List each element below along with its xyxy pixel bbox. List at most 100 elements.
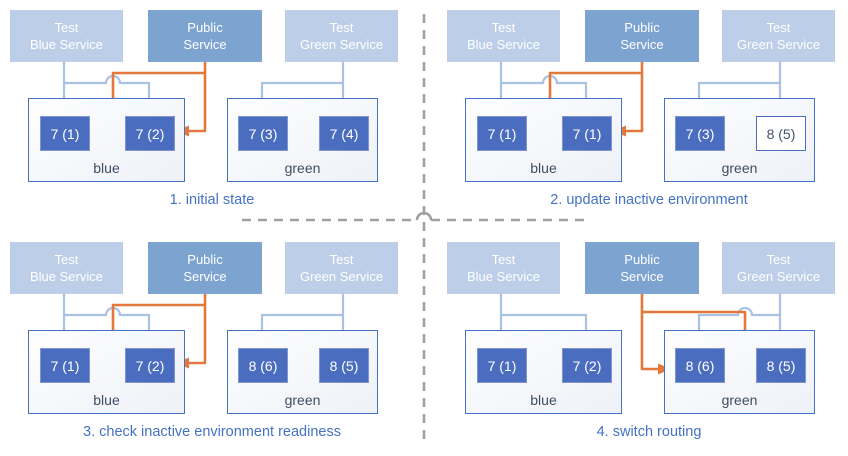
pod-version: 7 (4) xyxy=(329,125,359,142)
panel-caption: 2. update inactive environment xyxy=(550,192,748,208)
pod-green-1: 8 (6) xyxy=(238,348,288,383)
service-label-line: Public xyxy=(187,252,223,267)
panel-initial-state: Test Blue Service Public Service Test Gr… xyxy=(0,0,424,228)
service-label-line: Green Service xyxy=(299,269,384,284)
public-connector-line xyxy=(189,294,207,365)
blue-environment-box: 7 (1) 7 (2) blue xyxy=(28,330,185,414)
service-label-line: Public xyxy=(624,252,660,267)
service-label-line: Test xyxy=(54,252,79,267)
pod-blue-2: 7 (1) xyxy=(562,116,612,151)
pod-green-1: 7 (3) xyxy=(238,116,288,151)
service-label-line: Test xyxy=(329,20,354,35)
test-blue-connector-line xyxy=(499,294,588,334)
test-green-connector-line xyxy=(260,62,345,102)
public-service-box: Public Service xyxy=(148,242,262,294)
service-label-line: Test xyxy=(491,252,516,267)
pod-version: 7 (1) xyxy=(487,357,517,374)
pod-blue-1: 7 (1) xyxy=(40,116,90,151)
test-green-service-box: Test Green Service xyxy=(722,242,835,294)
pod-version: 7 (3) xyxy=(248,125,278,142)
environment-label: blue xyxy=(530,160,557,176)
service-label-line: Test xyxy=(329,252,354,267)
pod-version: 8 (5) xyxy=(766,357,796,374)
pod-blue-2: 7 (2) xyxy=(125,348,175,383)
test-green-connector-line xyxy=(697,62,782,102)
pod-version: 8 (6) xyxy=(248,357,278,374)
public-service-box: Public Service xyxy=(148,10,262,62)
service-label-line: Green Service xyxy=(299,37,384,52)
service-label-line: Service xyxy=(183,269,227,284)
green-environment-box: 8 (6) 8 (5) green xyxy=(227,330,378,414)
pod-version: 7 (1) xyxy=(50,357,80,374)
public-connector-line xyxy=(189,62,207,133)
pod-green-1: 7 (3) xyxy=(675,116,725,151)
panel-caption: 3. check inactive environment readiness xyxy=(83,424,341,440)
green-environment-box: 7 (3) 8 (5) green xyxy=(664,98,815,182)
green-environment-box: 8 (6) 8 (5) green xyxy=(664,330,815,414)
public-connector-line xyxy=(626,62,644,133)
pod-version: 7 (3) xyxy=(685,125,715,142)
service-label-line: Test xyxy=(54,20,79,35)
service-label-line: Blue Service xyxy=(30,269,103,284)
service-label-line: Service xyxy=(620,269,664,284)
pod-version: 8 (5) xyxy=(766,125,796,142)
blue-environment-box: 7 (1) 7 (1) blue xyxy=(465,98,622,182)
service-label-line: Public xyxy=(624,20,660,35)
blue-environment-box: 7 (1) 7 (2) blue xyxy=(28,98,185,182)
green-environment-box: 7 (3) 7 (4) green xyxy=(227,98,378,182)
service-label-line: Service xyxy=(620,37,664,52)
pod-version: 7 (2) xyxy=(135,125,165,142)
test-blue-service-box: Test Blue Service xyxy=(10,10,123,62)
public-service-box: Public Service xyxy=(585,242,699,294)
blue-environment-box: 7 (1) 7 (2) blue xyxy=(465,330,622,414)
pod-version: 7 (1) xyxy=(50,125,80,142)
service-label-line: Blue Service xyxy=(467,37,540,52)
environment-label: green xyxy=(284,392,321,408)
service-label-line: Green Service xyxy=(736,37,821,52)
panel-check-inactive-environment-readiness: Test Blue Service Public Service Test Gr… xyxy=(0,232,424,456)
pod-blue-1: 7 (1) xyxy=(477,116,527,151)
panel-switch-routing: Test Blue Service Public Service Test Gr… xyxy=(437,232,848,456)
test-blue-service-box: Test Blue Service xyxy=(447,10,560,62)
pod-version: 8 (6) xyxy=(685,357,715,374)
service-label-line: Test xyxy=(766,252,791,267)
service-label-line: Green Service xyxy=(736,269,821,284)
pod-green-2: 8 (5) xyxy=(756,116,806,151)
service-label-line: Service xyxy=(183,37,227,52)
test-green-service-box: Test Green Service xyxy=(285,10,398,62)
pod-green-2: 8 (5) xyxy=(756,348,806,383)
service-label-line: Test xyxy=(766,20,791,35)
service-label-line: Public xyxy=(187,20,223,35)
public-connector-line xyxy=(640,294,658,371)
pod-green-2: 7 (4) xyxy=(319,116,369,151)
environment-label: blue xyxy=(93,160,120,176)
pod-version: 7 (1) xyxy=(487,125,517,142)
pod-version: 7 (2) xyxy=(135,357,165,374)
panel-update-inactive-environment: Test Blue Service Public Service Test Gr… xyxy=(437,0,848,228)
environment-label: blue xyxy=(93,392,120,408)
pod-blue-2: 7 (2) xyxy=(562,348,612,383)
panel-caption: 1. initial state xyxy=(169,192,255,208)
environment-label: blue xyxy=(530,392,557,408)
test-blue-service-box: Test Blue Service xyxy=(10,242,123,294)
pod-blue-1: 7 (1) xyxy=(477,348,527,383)
pod-version: 7 (2) xyxy=(572,357,602,374)
pod-version: 7 (1) xyxy=(572,125,602,142)
service-label-line: Test xyxy=(491,20,516,35)
test-green-service-box: Test Green Service xyxy=(722,10,835,62)
test-blue-service-box: Test Blue Service xyxy=(447,242,560,294)
public-service-box: Public Service xyxy=(585,10,699,62)
pod-green-2: 8 (5) xyxy=(319,348,369,383)
environment-label: green xyxy=(721,160,758,176)
pod-blue-2: 7 (2) xyxy=(125,116,175,151)
pod-version: 8 (5) xyxy=(329,357,359,374)
service-label-line: Blue Service xyxy=(467,269,540,284)
pod-green-1: 8 (6) xyxy=(675,348,725,383)
panel-caption: 4. switch routing xyxy=(596,424,702,440)
test-green-connector-line xyxy=(260,294,345,334)
environment-label: green xyxy=(721,392,758,408)
service-label-line: Blue Service xyxy=(30,37,103,52)
environment-label: green xyxy=(284,160,321,176)
pod-blue-1: 7 (1) xyxy=(40,348,90,383)
